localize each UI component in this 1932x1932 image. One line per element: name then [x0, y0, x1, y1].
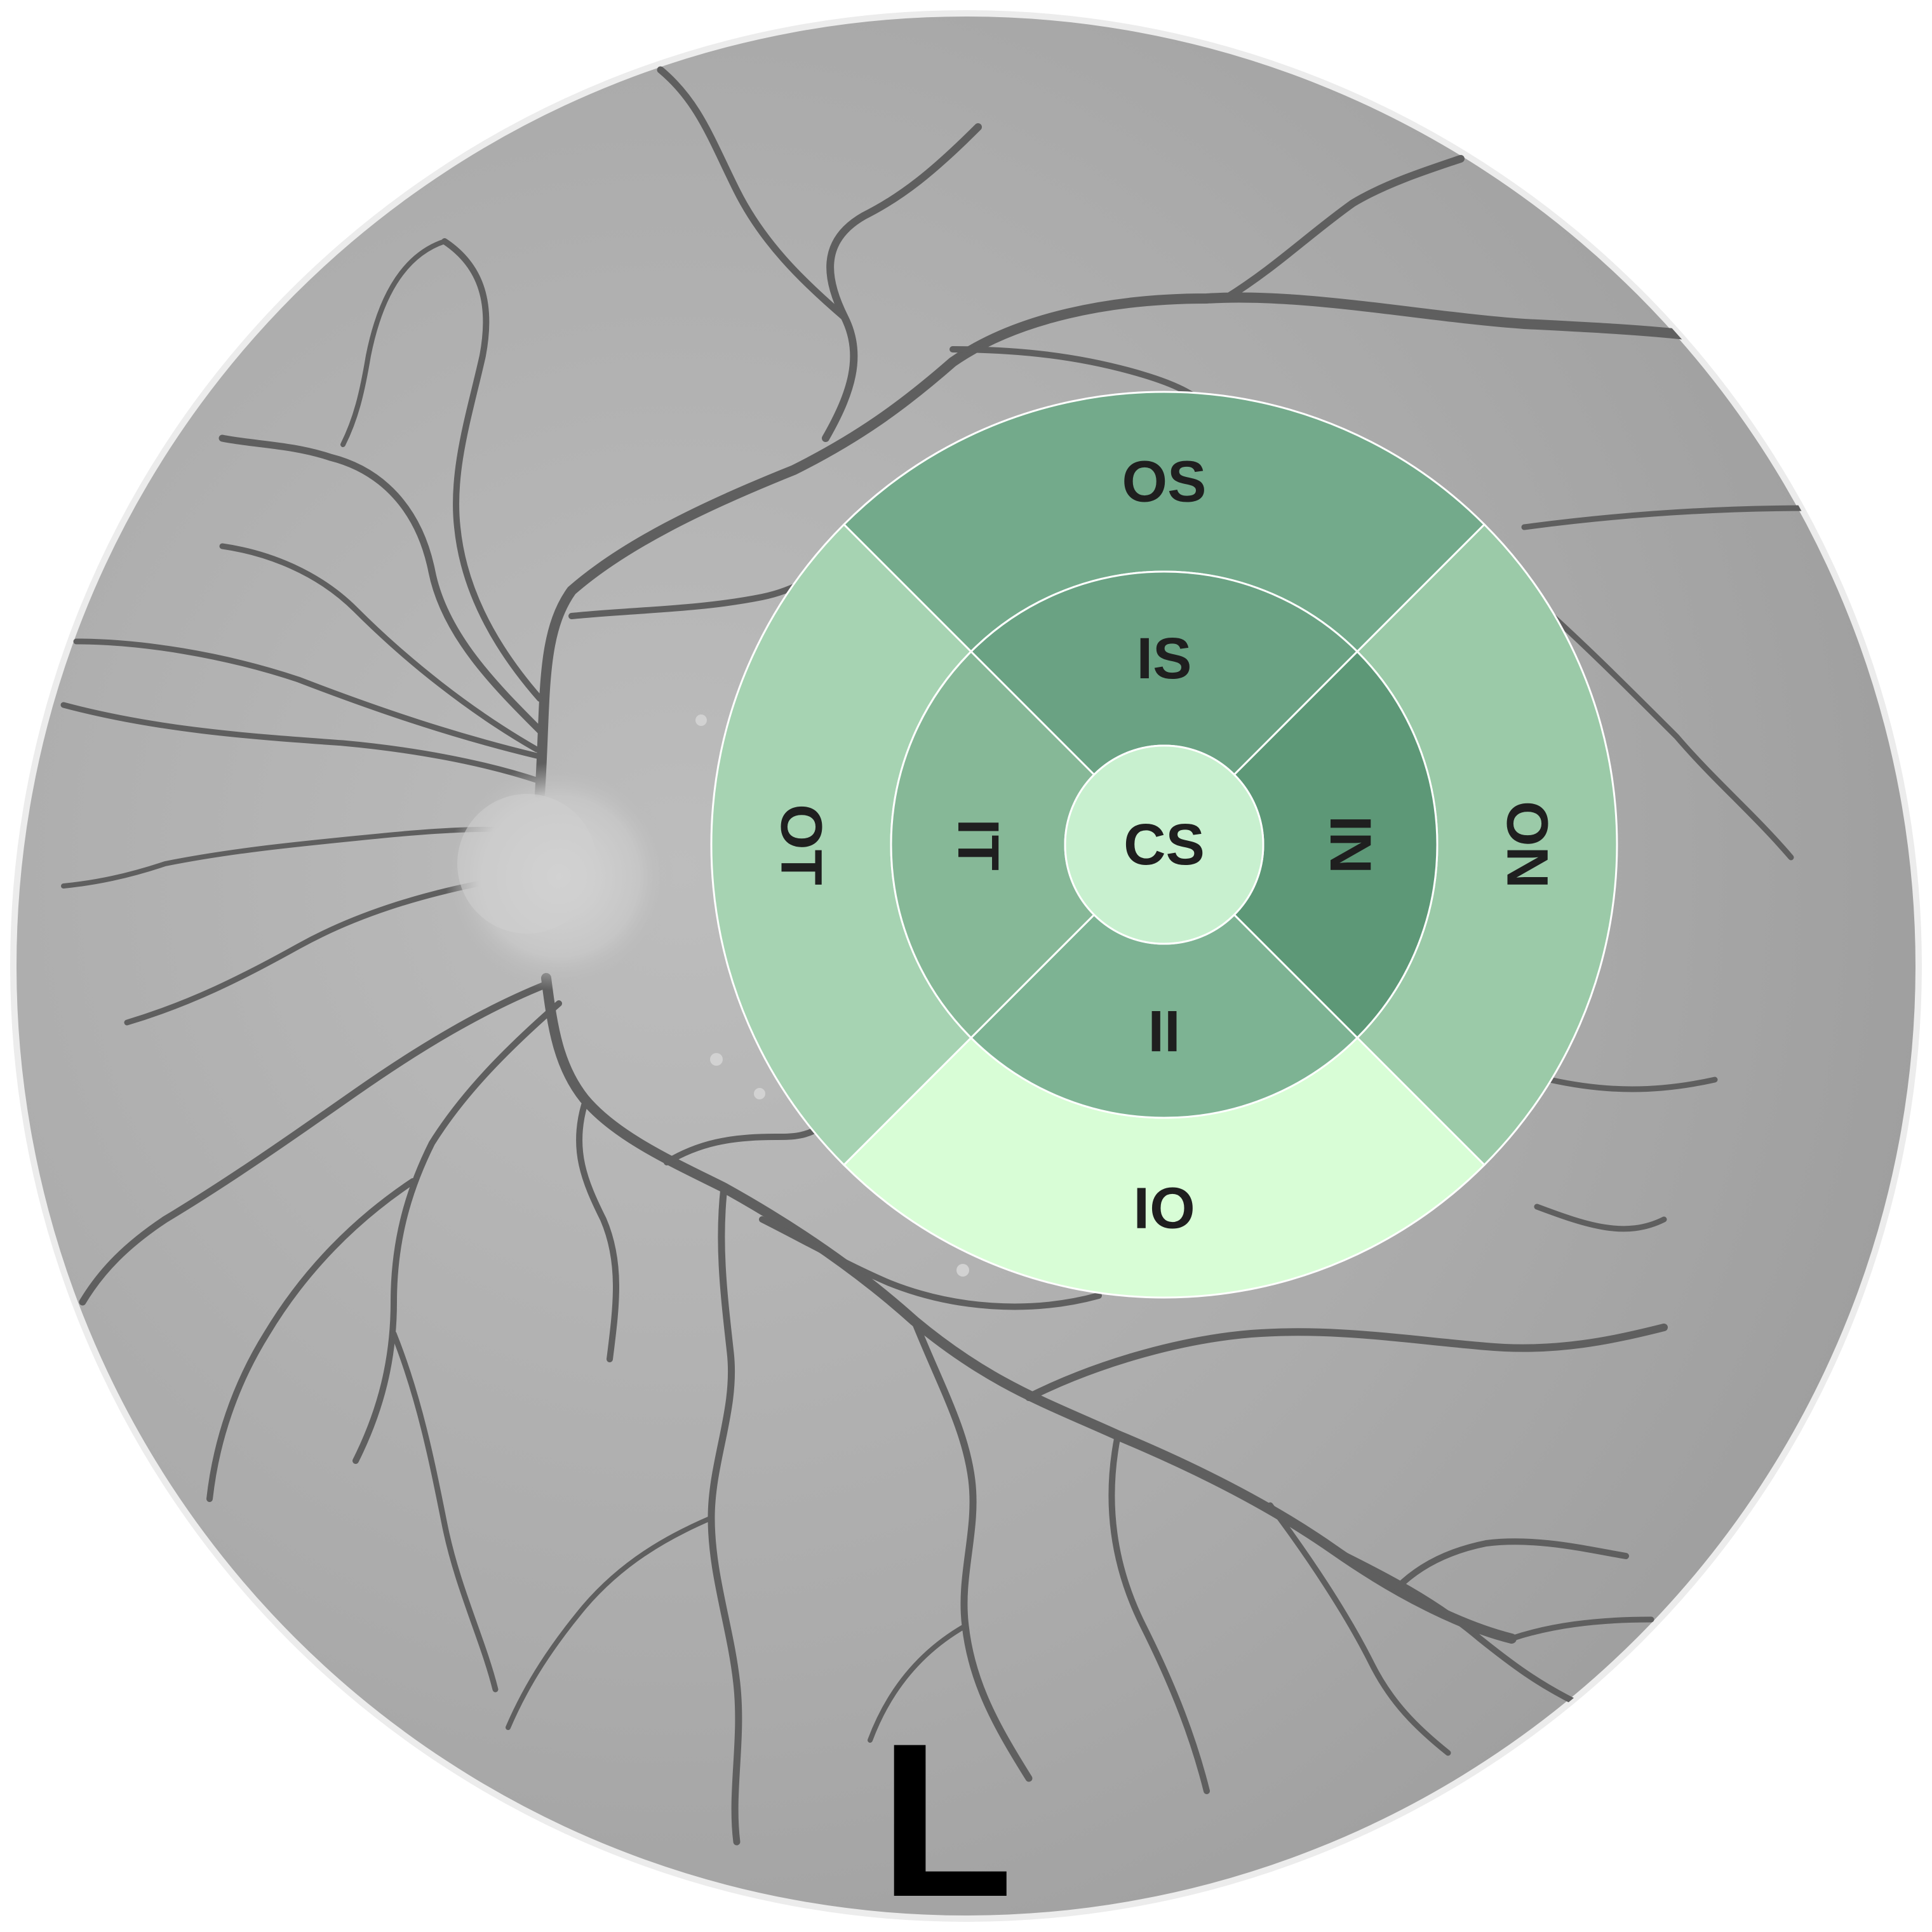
outer-temporal-label: OT: [769, 804, 834, 885]
inner-inferior-label: II: [1148, 998, 1180, 1063]
retinal-vessels: [60, 66, 1813, 1846]
optic-disc: [445, 762, 673, 991]
eye-laterality-label: L: [880, 1698, 1014, 1932]
outer-inferior-label: OI: [1133, 1176, 1195, 1240]
center-sector: [1064, 744, 1265, 945]
inner-temporal-label: IT: [946, 819, 1010, 871]
inner-superior-label: IS: [1137, 626, 1192, 691]
inner-nasal-label: IN: [1318, 815, 1383, 874]
center-label: CS: [1124, 812, 1205, 877]
exudate-dots: [695, 714, 969, 1277]
etdrs-grid: OS ON OI OT IS IN II IT CS: [710, 391, 1618, 1299]
outer-superior-label: OS: [1122, 450, 1207, 514]
outer-nasal-label: ON: [1495, 801, 1560, 889]
